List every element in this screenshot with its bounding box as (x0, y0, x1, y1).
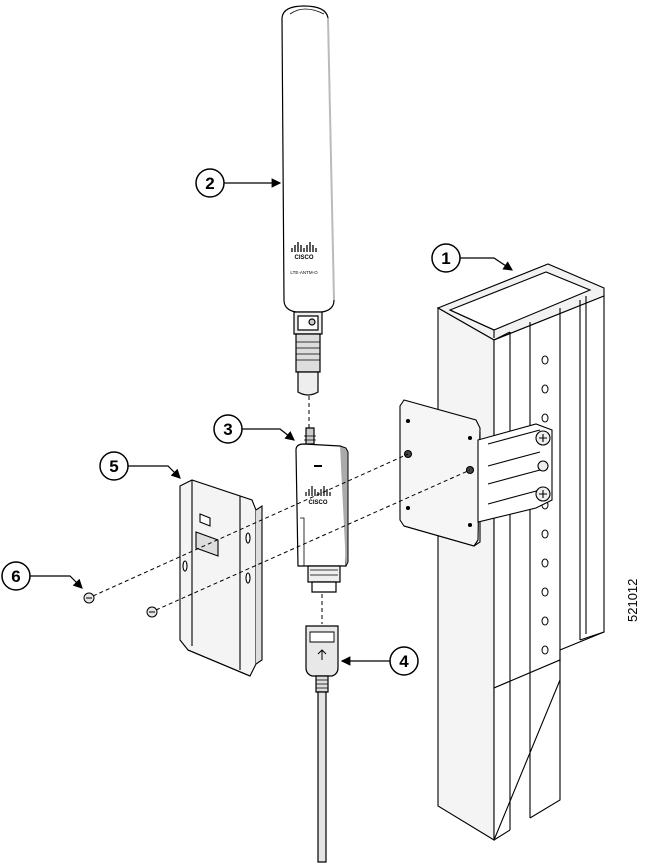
callout-6-label: 6 (11, 567, 20, 586)
antenna: CISCO LTE-ANTM-O (281, 5, 335, 396)
callout-2-label: 2 (205, 174, 214, 193)
modem-cisco-logo-icon (305, 486, 331, 496)
callout-1: 1 (431, 243, 513, 273)
figure-id-label: 521012 (625, 579, 640, 622)
callout-2: 2 (195, 168, 282, 198)
callout-1-label: 1 (441, 249, 450, 268)
modem-logo-text: CISCO (308, 500, 327, 506)
callout-5-label: 5 (109, 457, 118, 476)
screws (83, 592, 158, 618)
callout-3-label: 3 (223, 420, 232, 439)
callout-4: 4 (340, 646, 419, 676)
antenna-model-text: LTE-ANTM-O (290, 270, 318, 275)
antenna-logo-text: CISCO (294, 255, 313, 261)
callout-6: 6 (1, 561, 83, 591)
lte-modem: CISCO (295, 427, 349, 593)
antenna-cisco-logo-icon (291, 242, 317, 252)
screw-alignment-dashed-lines (92, 453, 471, 611)
modem-cover-bracket (179, 479, 263, 677)
usb-cable (305, 625, 339, 863)
mounting-pole (436, 263, 605, 841)
callout-4-label: 4 (399, 652, 409, 671)
mounting-plate (399, 399, 553, 547)
callout-5: 5 (99, 451, 181, 481)
callout-3: 3 (213, 414, 295, 444)
